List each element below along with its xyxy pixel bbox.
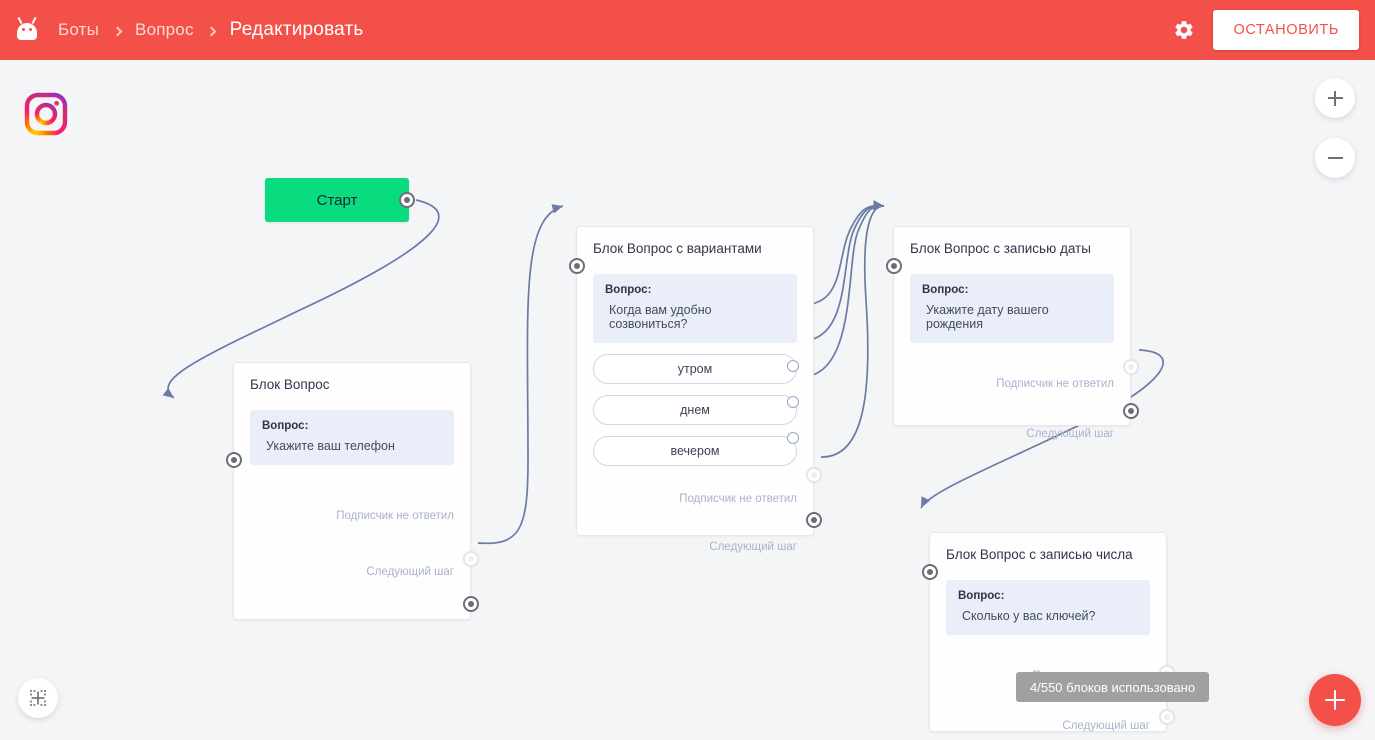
start-node-label: Старт — [316, 191, 358, 209]
node-date-input-port[interactable] — [886, 258, 902, 274]
instagram-icon — [22, 90, 70, 138]
node-date-no-answer-row: Подписчик не ответил — [910, 373, 1114, 395]
no-answer-label: Подписчик не ответил — [996, 378, 1114, 390]
node-question-number[interactable]: Блок Вопрос с записью числа Вопрос: Скол… — [922, 532, 1175, 732]
node-variants-no-answer-port[interactable] — [806, 467, 822, 483]
variant-option-label: вечером — [670, 444, 720, 458]
start-node-output-port[interactable] — [399, 192, 415, 208]
question-text: Укажите ваш телефон — [266, 439, 395, 453]
node-variants-next-step-port[interactable] — [806, 512, 822, 528]
node-question-title: Блок Вопрос — [250, 377, 330, 392]
zoom-out-button[interactable] — [1315, 138, 1355, 178]
node-number-input-port[interactable] — [922, 564, 938, 580]
next-step-label: Следующий шаг — [366, 566, 454, 578]
node-question-no-answer-port[interactable] — [463, 551, 479, 567]
flow-canvas[interactable]: Старт Блок Вопрос Вопрос: Укажите ваш те… — [0, 60, 1375, 740]
node-question-input-port[interactable] — [226, 452, 242, 468]
variant-option-port-1[interactable] — [787, 360, 799, 372]
node-number-next-step-row: Следующий шаг — [946, 715, 1150, 737]
node-question-next-step-row: Следующий шаг — [250, 561, 454, 583]
next-step-label: Следующий шаг — [709, 541, 797, 553]
top-bar: Боты Вопрос Редактировать ОСТАНОВИТЬ — [0, 0, 1375, 60]
question-label: Вопрос: — [922, 284, 969, 296]
status-badge: 4/550 блоков использовано — [1016, 672, 1210, 702]
fit-to-screen-icon — [30, 690, 46, 706]
next-step-label: Следующий шаг — [1062, 720, 1150, 732]
node-variants-input-port[interactable] — [569, 258, 585, 274]
variant-option-label: днем — [680, 403, 710, 417]
question-label: Вопрос: — [958, 590, 1005, 602]
node-question-variants-title: Блок Вопрос с вариантами — [593, 241, 762, 256]
breadcrumb-item-question[interactable]: Вопрос — [135, 20, 194, 39]
fit-to-screen-button[interactable] — [18, 678, 58, 718]
node-variants-next-step-row: Следующий шаг — [593, 536, 797, 558]
node-variants-no-answer-row: Подписчик не ответил — [593, 488, 797, 510]
bot-icon — [14, 16, 40, 43]
node-question-variants-body: Вопрос: Когда вам удобно созвониться? — [593, 274, 797, 343]
start-node[interactable]: Старт — [265, 178, 415, 222]
node-question-date-title: Блок Вопрос с записью даты — [910, 241, 1091, 256]
node-date-next-step-row: Следующий шаг — [910, 423, 1114, 445]
node-date-no-answer-port[interactable] — [1123, 359, 1139, 375]
variant-option[interactable]: вечером — [593, 436, 797, 466]
breadcrumb-separator — [203, 22, 221, 38]
stop-button[interactable]: ОСТАНОВИТЬ — [1213, 10, 1359, 50]
next-step-label: Следующий шаг — [1026, 428, 1114, 440]
gear-icon[interactable] — [1173, 19, 1195, 41]
question-label: Вопрос: — [605, 284, 652, 296]
breadcrumb-item-bots[interactable]: Боты — [58, 20, 100, 39]
zoom-in-button[interactable] — [1315, 78, 1355, 118]
node-question[interactable]: Блок Вопрос Вопрос: Укажите ваш телефон … — [226, 362, 479, 620]
node-question-date-body: Вопрос: Укажите дату вашего рождения — [910, 274, 1114, 343]
variant-option-label: утром — [677, 362, 713, 376]
add-block-button[interactable] — [1309, 674, 1361, 726]
variant-option[interactable]: утром — [593, 354, 797, 384]
no-answer-label: Подписчик не ответил — [679, 493, 797, 505]
variant-option[interactable]: днем — [593, 395, 797, 425]
node-question-variants[interactable]: Блок Вопрос с вариантами Вопрос: Когда в… — [569, 226, 822, 553]
node-number-next-step-port[interactable] — [1159, 709, 1175, 725]
variant-option-port-2[interactable] — [787, 396, 799, 408]
node-question-no-answer-row: Подписчик не ответил — [250, 505, 454, 527]
breadcrumb-item-edit: Редактировать — [229, 19, 364, 40]
question-text: Когда вам удобно созвониться? — [609, 303, 712, 331]
node-question-number-title: Блок Вопрос с записью числа — [946, 547, 1133, 562]
question-text: Укажите дату вашего рождения — [926, 303, 1049, 331]
question-label: Вопрос: — [262, 420, 309, 432]
breadcrumb: Боты Вопрос Редактировать — [56, 19, 366, 41]
node-question-date[interactable]: Блок Вопрос с записью даты Вопрос: Укажи… — [886, 226, 1139, 440]
node-question-number-body: Вопрос: Сколько у вас ключей? — [946, 580, 1150, 635]
node-question-next-step-port[interactable] — [463, 596, 479, 612]
question-text: Сколько у вас ключей? — [962, 609, 1096, 623]
node-date-next-step-port[interactable] — [1123, 403, 1139, 419]
top-bar-actions: ОСТАНОВИТЬ — [1173, 10, 1359, 50]
breadcrumb-separator — [108, 22, 126, 38]
no-answer-label: Подписчик не ответил — [336, 510, 454, 522]
variant-option-port-3[interactable] — [787, 432, 799, 444]
node-question-body: Вопрос: Укажите ваш телефон — [250, 410, 454, 465]
